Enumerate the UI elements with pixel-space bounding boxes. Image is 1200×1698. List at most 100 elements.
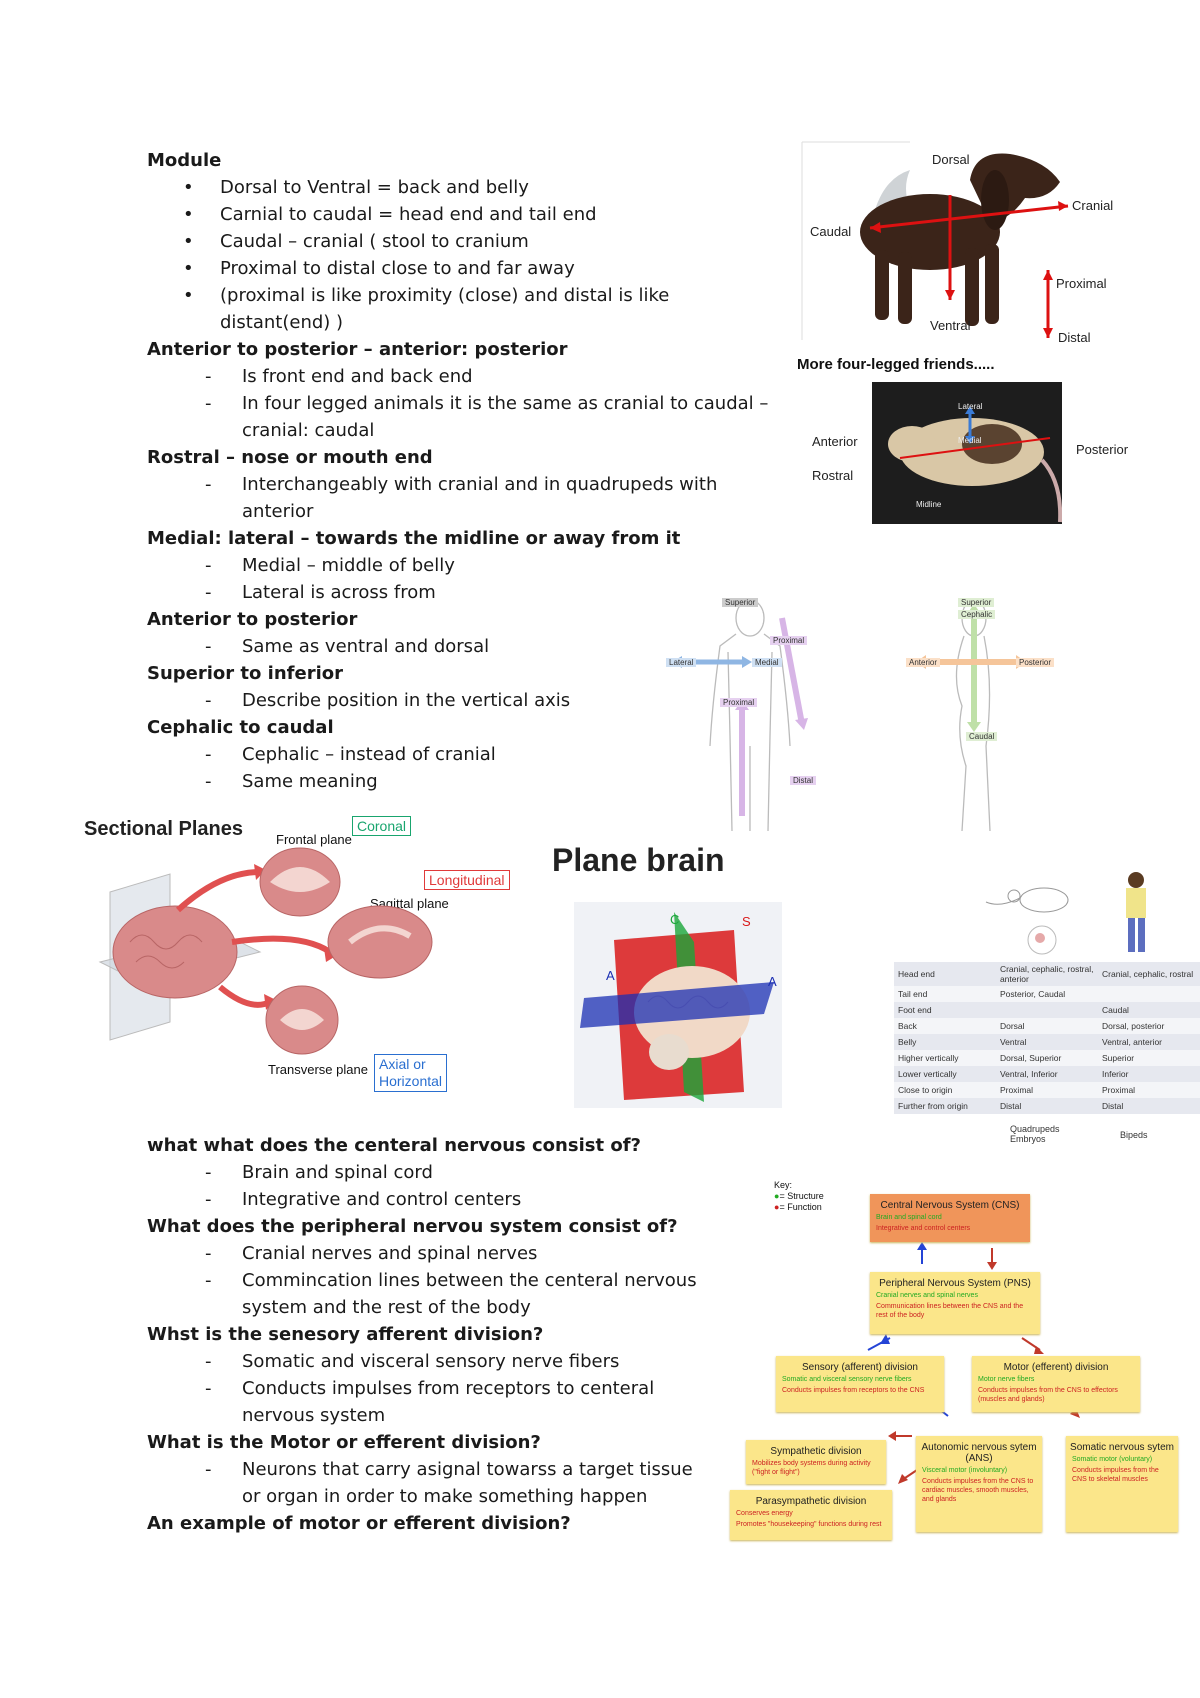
pns-function: Communication lines between the CNS and … <box>876 1303 1024 1319</box>
label-transverse-plane: Transverse plane <box>268 1062 368 1077</box>
section-item: Same meaning <box>242 771 378 792</box>
parasympathetic-structure: Conserves energy <box>736 1510 793 1517</box>
direction-table-cell: Inferior <box>1098 1066 1200 1082</box>
module-bullet-cont: distant(end) ) <box>220 312 344 333</box>
section-item-cont: anterior <box>242 501 314 522</box>
dash: - <box>205 582 212 603</box>
dash: - <box>205 1351 212 1372</box>
cns-title: Central Nervous System (CNS) <box>880 1200 1020 1211</box>
sectional-planes-figure: Sectional Planes Frontal plane Coronal L… <box>80 812 520 1102</box>
label-rostral: Rostral <box>812 468 854 483</box>
human-figures: Superior Proximal Lateral Medial Proxima… <box>660 596 1080 836</box>
section-item-cont: cranial: caudal <box>242 420 375 441</box>
key-function: ●= Function <box>774 1202 822 1212</box>
label-cranial: Cranial <box>1072 198 1114 213</box>
section-heading: Superior to inferior <box>147 663 343 684</box>
motor-structure: Motor nerve fibers <box>978 1376 1035 1383</box>
letter-c: C <box>670 912 680 927</box>
direction-table-cell: Further from origin <box>894 1098 996 1114</box>
dash: - <box>205 1459 212 1480</box>
dash: - <box>205 1243 212 1264</box>
direction-table-cell: Ventral, Inferior <box>995 1066 1098 1082</box>
section-heading: Rostral – nose or mouth end <box>147 447 433 468</box>
ans-function: Conducts impulses from the CNS to cardia… <box>922 1478 1034 1503</box>
plane-brain-figure: C S A A <box>574 902 782 1108</box>
bullet-dot: • <box>183 177 194 198</box>
direction-table-cell: Lower vertically <box>894 1066 996 1082</box>
label-proximal: Proximal <box>1056 276 1107 291</box>
label-posterior: Posterior <box>1076 442 1129 457</box>
ans-structure: Visceral motor (involuntary) <box>922 1467 1008 1474</box>
module-bullet: Proximal to distal close to and far away <box>220 258 575 279</box>
section-item: Describe position in the vertical axis <box>242 690 571 711</box>
direction-table-cell: Ventral <box>995 1034 1098 1050</box>
box-somatic: Somatic nervous sytem Somatic motor (vol… <box>1066 1436 1178 1532</box>
label-anterior: Anterior <box>812 434 858 449</box>
direction-table-cell <box>995 1002 1098 1018</box>
box-cns: Central Nervous System (CNS) Brain and s… <box>870 1194 1030 1242</box>
direction-table-cell: Caudal <box>1098 1002 1200 1018</box>
rat-embryo-person-figures <box>985 872 1146 955</box>
motor-function: Conducts impulses from the CNS to effect… <box>978 1387 1118 1403</box>
module-heading: Module <box>147 150 222 171</box>
letter-a-right: A <box>768 974 777 989</box>
sensory-title: Sensory (afferent) division <box>802 1362 918 1373</box>
section-heading: Anterior to posterior <box>147 609 358 630</box>
question-heading: Whst is the senesory afferent division? <box>147 1324 544 1345</box>
direction-table-cell: Cranial, cephalic, rostral <box>1098 962 1200 986</box>
dash: - <box>205 771 212 792</box>
table-figures <box>890 862 1186 955</box>
section-item: Cephalic – instead of cranial <box>242 744 496 765</box>
letter-s: S <box>742 914 751 929</box>
dash: - <box>205 555 212 576</box>
dog-figure: Dorsal Cranial Caudal Proximal Ventral D… <box>800 140 1130 350</box>
rat-figure: Lateral Medial Midline Anterior Rostral … <box>812 382 1128 528</box>
cns-function: Integrative and control centers <box>876 1225 971 1232</box>
rat-illustration <box>888 406 1063 523</box>
answer-item: Conducts impulses from receptors to cent… <box>242 1378 655 1399</box>
bullet-dot: • <box>183 231 194 252</box>
label-dorsal: Dorsal <box>932 152 970 167</box>
direction-table-cell: Head end <box>894 962 996 986</box>
direction-table-cell: Ventral, anterior <box>1098 1034 1200 1050</box>
section-heading: Cephalic to caudal <box>147 717 334 738</box>
brain-planes-illustration <box>98 847 433 1055</box>
direction-table-cell: Cranial, cephalic, rostral, anterior <box>995 962 1098 986</box>
answer-item: Integrative and control centers <box>242 1189 522 1210</box>
box-sympathetic: Sympathetic division Mobilizes body syst… <box>746 1440 886 1484</box>
tag-anterior: Anterior <box>906 658 941 667</box>
pns-title: Peripheral Nervous System (PNS) <box>879 1278 1031 1289</box>
dash: - <box>205 744 212 765</box>
answer-item: Commincation lines between the centeral … <box>242 1270 697 1291</box>
motor-title: Motor (efferent) division <box>1003 1362 1109 1373</box>
label-distal: Distal <box>1058 330 1091 345</box>
tag-proximal-leg: Proximal <box>720 698 758 707</box>
key-structure-text: = Structure <box>779 1191 824 1201</box>
bullet-dot: • <box>183 258 194 279</box>
dash: - <box>205 1378 212 1399</box>
module-bullet: Carnial to caudal = head end and tail en… <box>220 204 597 225</box>
sensory-structure: Somatic and visceral sensory nerve fiber… <box>782 1376 912 1383</box>
label-midline: Midline <box>916 500 942 509</box>
tag-caudal: Caudal <box>966 732 998 741</box>
module-bullet: Caudal – cranial ( stool to cranium <box>220 231 529 252</box>
direction-table-cell: Dorsal, Superior <box>995 1050 1098 1066</box>
direction-table-cell: Posterior, Caudal <box>995 986 1098 1002</box>
bullet-dot: • <box>183 285 194 306</box>
tag-posterior: Posterior <box>1016 658 1055 667</box>
caption-bipeds: Bipeds <box>1120 1130 1148 1140</box>
dash: - <box>205 636 212 657</box>
section-item: Is front end and back end <box>242 366 473 387</box>
parasympathetic-function: Promotes "housekeeping" functions during… <box>736 1521 882 1528</box>
box-ans: Autonomic nervous sytem (ANS) Visceral m… <box>916 1436 1042 1532</box>
direction-table-cell: Dorsal, posterior <box>1098 1018 1200 1034</box>
section-item: Same as ventral and dorsal <box>242 636 490 657</box>
direction-table-cell: Distal <box>995 1098 1098 1114</box>
sectional-planes-title: Sectional Planes <box>84 818 243 840</box>
